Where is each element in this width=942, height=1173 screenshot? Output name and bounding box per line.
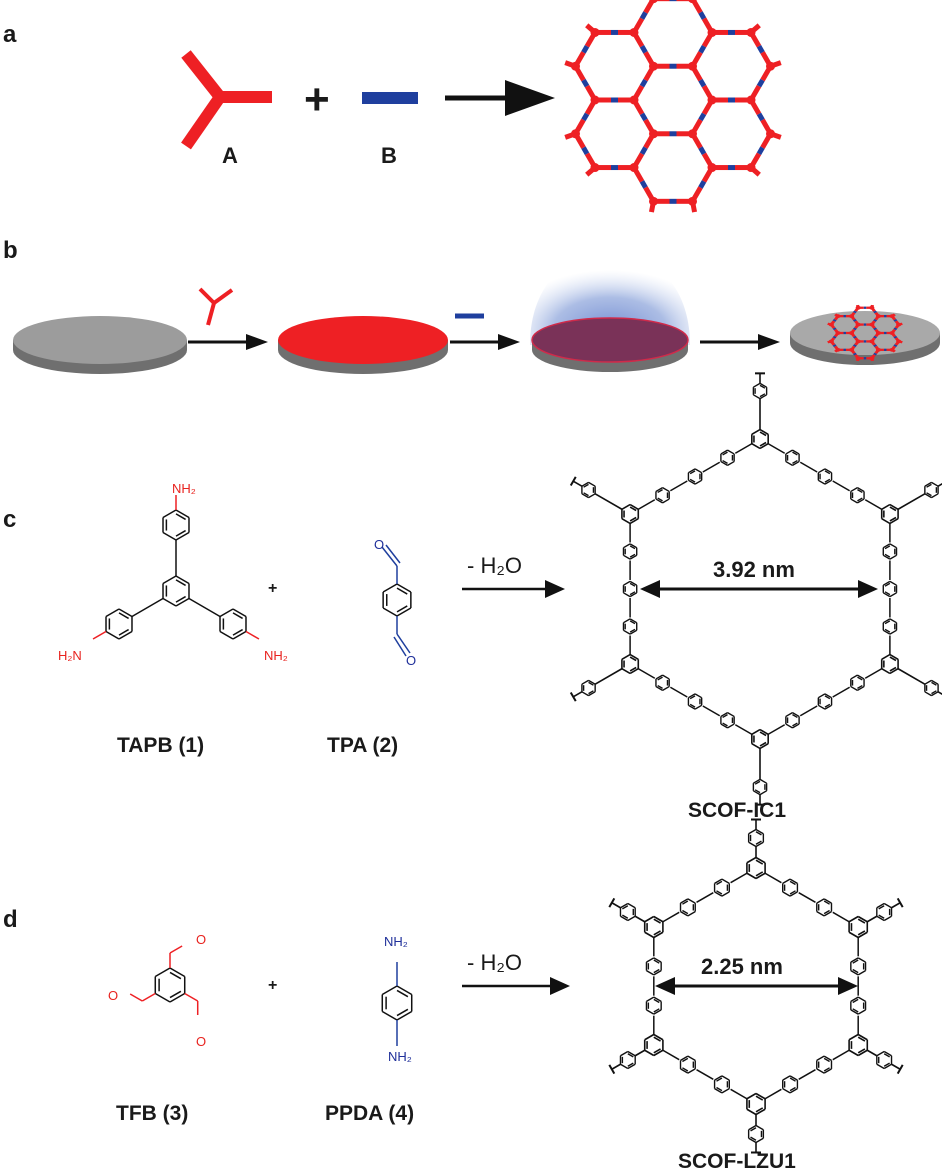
cof-honeycomb-diagram (564, 0, 782, 213)
monomer-a-coated-substrate (278, 316, 448, 374)
reaction-condition-d: - H₂O (467, 950, 522, 975)
scof-ic1-structure (569, 372, 942, 806)
panel-label-b: b (3, 237, 18, 264)
monomer-b-label: B (381, 143, 397, 168)
tfb-structure (129, 945, 199, 1015)
arrow-b2 (450, 334, 520, 350)
panel-label-c: c (3, 506, 16, 533)
pore-dimension-d (655, 977, 858, 995)
reaction-arrow-d (462, 977, 570, 995)
tpa-o-top: O (374, 537, 384, 552)
vapor-reaction-substrate (530, 251, 690, 372)
tapb-label: TAPB (1) (117, 734, 204, 757)
bare-substrate (13, 316, 187, 374)
tpa-o-bottom: O (406, 653, 416, 668)
scof-ic1-label: SCOF-IC1 (688, 799, 786, 822)
tpa-structure (381, 544, 412, 657)
tapb-nh2-right: NH₂ (264, 648, 288, 663)
tapb-nh2-top: NH₂ (172, 481, 196, 496)
ppda-nh2-bottom: NH₂ (388, 1049, 412, 1064)
panel-label-a: a (3, 21, 17, 48)
pore-size-c: 3.92 nm (713, 557, 795, 582)
pore-size-d: 2.25 nm (701, 954, 783, 979)
monomer-a-small-icon (198, 287, 234, 326)
monomer-a-icon (181, 50, 272, 150)
tfb-label: TFB (3) (116, 1102, 188, 1125)
monomer-a-label: A (222, 143, 238, 168)
tapb-structure (92, 495, 260, 640)
pore-dimension-c (640, 580, 878, 598)
plus-sign-c: + (268, 580, 277, 597)
tfb-o-left: O (108, 988, 118, 1003)
reaction-arrow-a (445, 80, 555, 116)
scof-lzu1-label: SCOF-LZU1 (678, 1150, 796, 1173)
ppda-label: PPDA (4) (325, 1102, 414, 1125)
reaction-arrow-c (462, 580, 565, 598)
plus-sign-a: + (304, 75, 330, 124)
tapb-h2n-left: H₂N (58, 648, 82, 663)
plus-sign-d: + (268, 977, 277, 994)
arrow-b1 (188, 334, 268, 350)
tpa-label: TPA (2) (327, 734, 398, 757)
reaction-condition-c: - H₂O (467, 553, 522, 578)
panel-label-d: d (3, 906, 18, 933)
ppda-structure (381, 962, 413, 1046)
tfb-o-right: O (196, 1034, 206, 1049)
tfb-o-top: O (196, 932, 206, 947)
ppda-nh2-top: NH₂ (384, 934, 408, 949)
scof-lzu1-structure (608, 818, 904, 1154)
arrow-b3 (700, 334, 780, 350)
cof-film-substrate (790, 304, 940, 365)
